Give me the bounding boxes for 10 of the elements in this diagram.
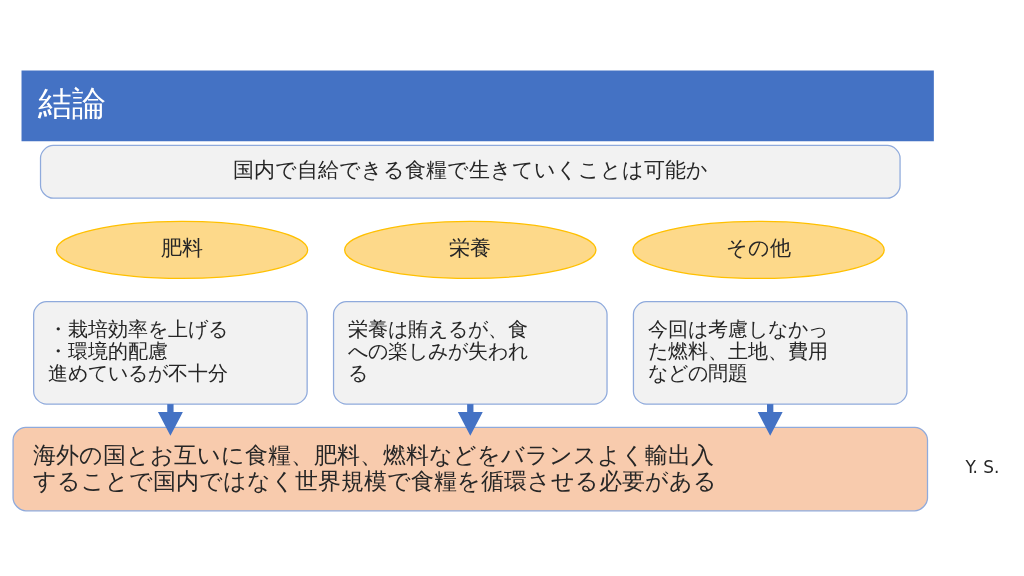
node-box: 栄養は賄えるが、食への楽しみが失われる bbox=[332, 300, 608, 405]
node-ellipse: その他 bbox=[632, 220, 885, 279]
node-box: 海外の国とお互いに食糧、肥料、燃料などをバランスよく輸出入することで国内ではなく世界規模で食糧を循環させる必要がある bbox=[12, 426, 929, 511]
node-ellipse: 栄養 bbox=[344, 220, 597, 279]
node-box: ・栽培効率を上げる ・環境的配慮 進めているが不十分 bbox=[33, 300, 308, 405]
label: Y. S. bbox=[965, 456, 1000, 477]
diagram-title: 結論 bbox=[38, 83, 107, 123]
node-box: 今回は考慮しなかった燃料、土地、費用などの問題 bbox=[632, 300, 908, 405]
node-ellipse: 肥料 bbox=[55, 220, 309, 279]
node-box: 国内で自給できる食糧で生きていくことは可能か bbox=[39, 144, 901, 199]
